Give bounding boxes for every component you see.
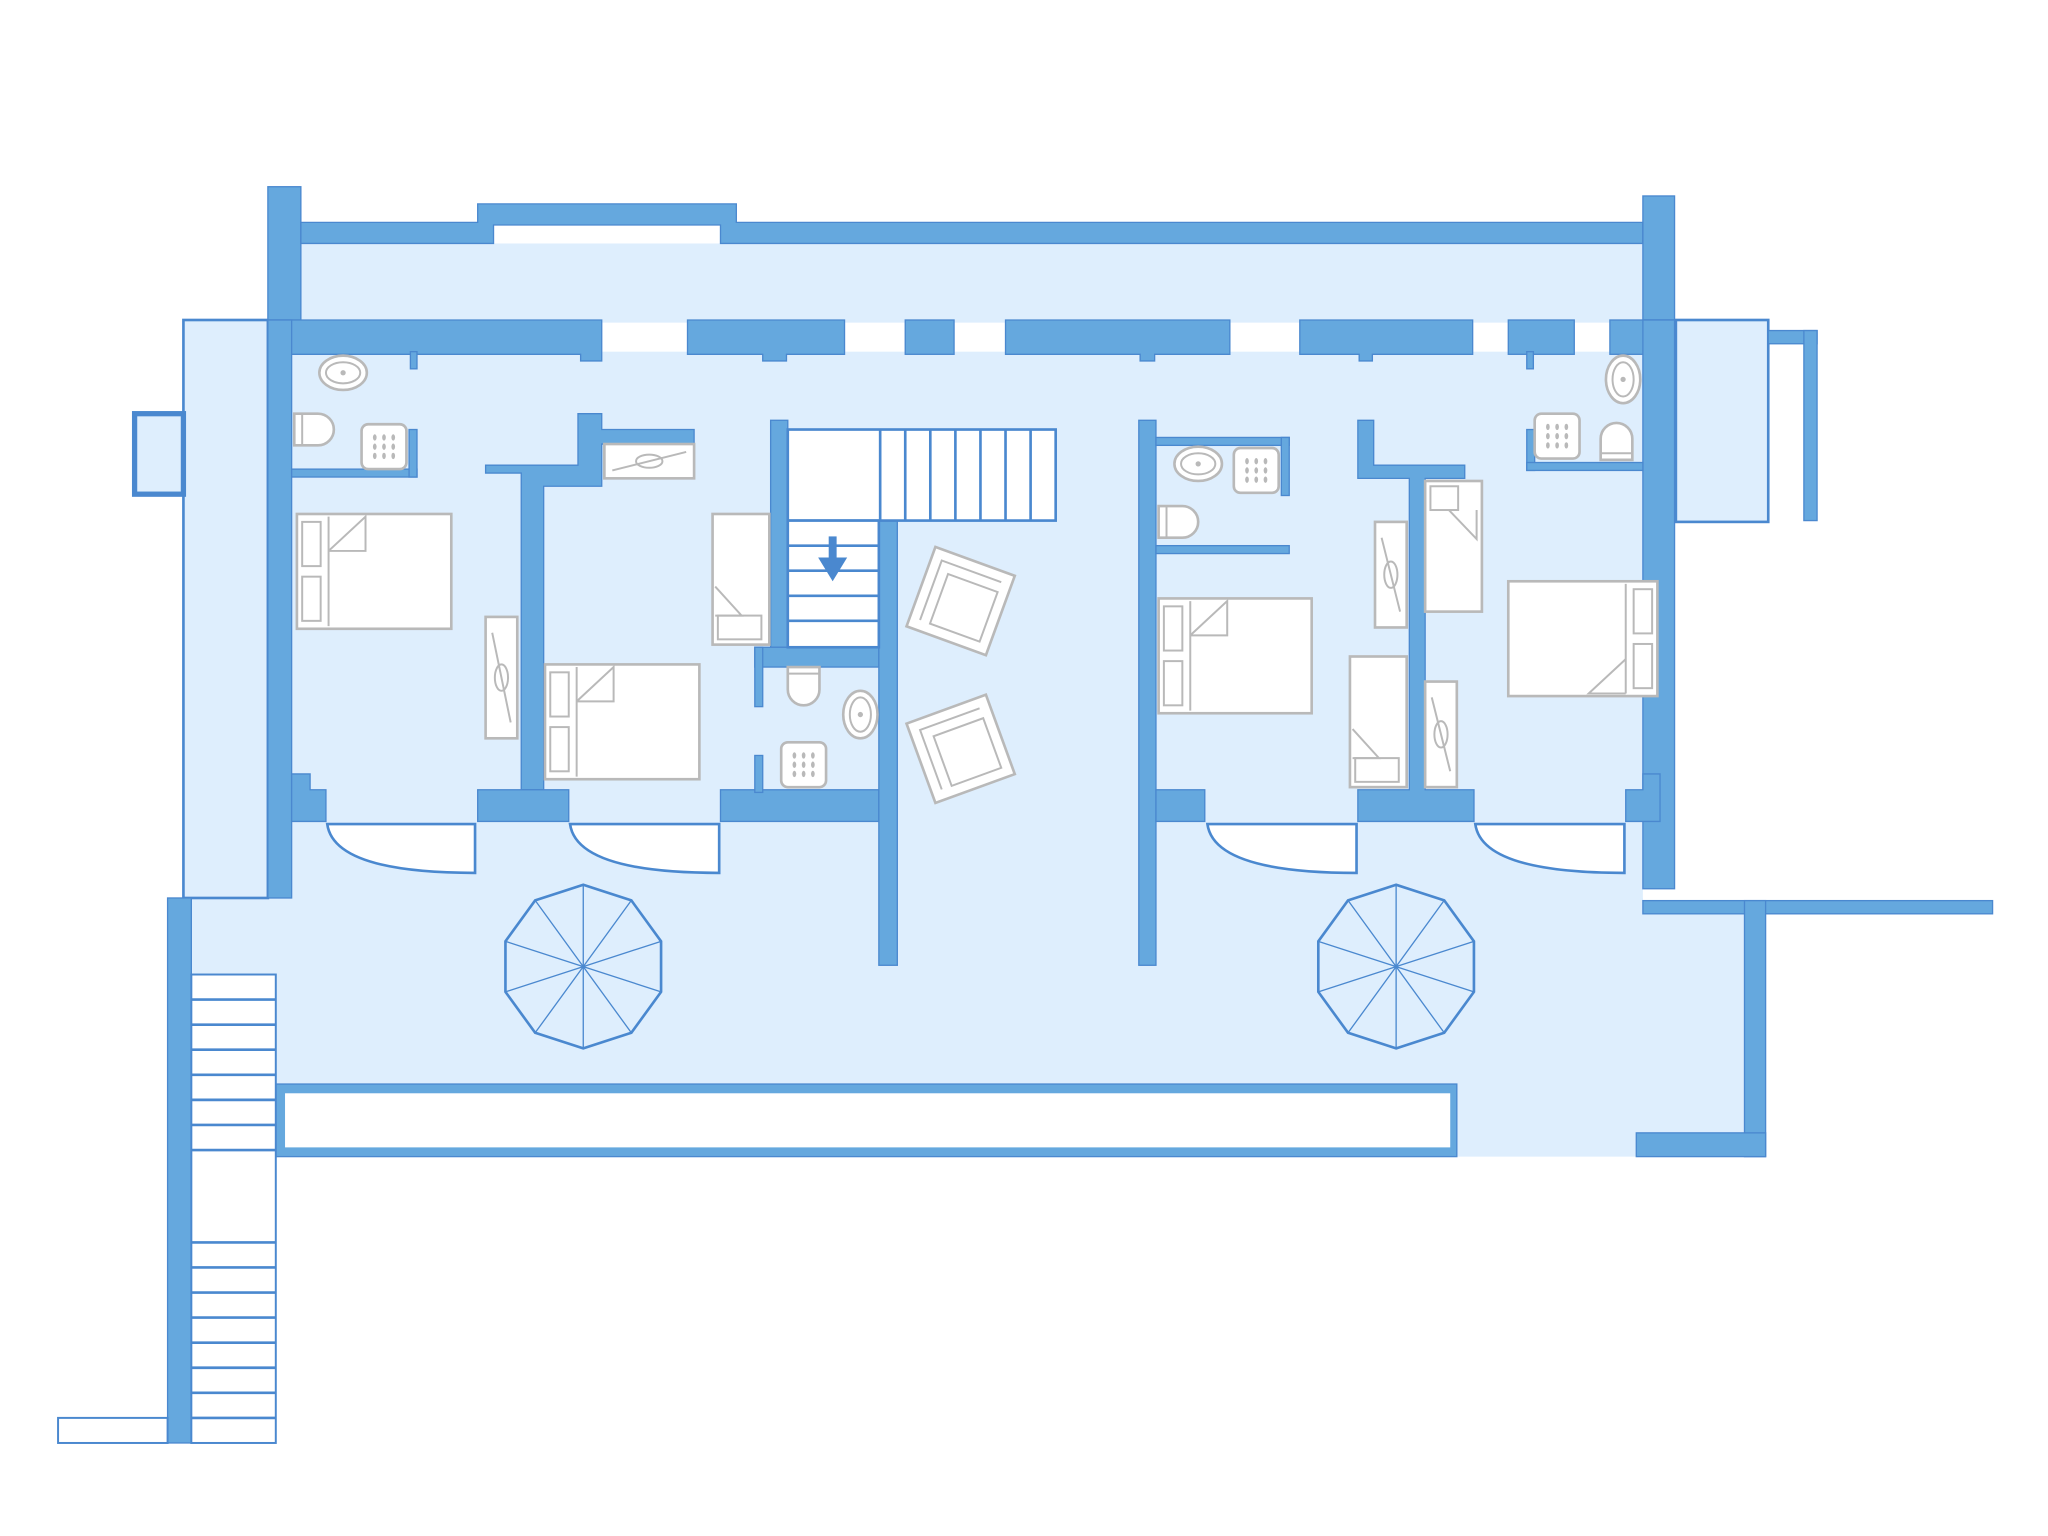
- door-icon[interactable]: [325, 822, 477, 875]
- arrow-down-icon: [818, 536, 848, 582]
- double-bed-icon: [1506, 579, 1659, 698]
- doors: [325, 822, 1626, 875]
- wardrobe-icon: [603, 442, 696, 480]
- wardrobe-icon: [484, 615, 519, 740]
- shower-icon: [779, 740, 828, 789]
- double-bed-icon: [1157, 597, 1313, 715]
- shower-icon: [1232, 446, 1280, 495]
- single-bed-icon: [1423, 479, 1484, 613]
- left-balcony: [182, 318, 270, 900]
- left-niche: [131, 411, 187, 497]
- umbrellas: [504, 883, 1476, 1050]
- armchair-icon: [904, 693, 1017, 805]
- right-balcony: [1674, 318, 1770, 524]
- interior-stairs[interactable]: [786, 428, 1057, 649]
- umbrella-icon: [504, 883, 663, 1050]
- double-bed-icon: [543, 663, 701, 781]
- shower-icon: [360, 422, 408, 471]
- toilet-icon: [1599, 421, 1634, 462]
- bench: [275, 1083, 1458, 1158]
- toilet-icon: [292, 412, 336, 447]
- wardrobe-icon: [1423, 680, 1459, 789]
- door-icon[interactable]: [1473, 822, 1626, 875]
- wardrobe-icon: [1373, 520, 1408, 629]
- single-bed-icon: [711, 512, 771, 646]
- walls: [166, 186, 1994, 1444]
- door-icon[interactable]: [1205, 822, 1358, 875]
- sink-icon: [318, 354, 369, 392]
- toilet-icon: [1157, 504, 1200, 540]
- furniture: [292, 354, 1659, 805]
- armchair-icon: [904, 545, 1017, 657]
- sink-icon: [1604, 354, 1642, 405]
- exterior-stairs[interactable]: [57, 973, 277, 1444]
- single-bed-icon: [1348, 655, 1408, 789]
- double-bed-icon: [295, 512, 453, 631]
- shower-icon: [1533, 412, 1581, 460]
- toilet-icon: [786, 665, 821, 707]
- sink-icon: [841, 689, 879, 740]
- sink-icon: [1173, 445, 1224, 483]
- floor-areas: [131, 243, 1770, 1157]
- umbrella-icon: [1316, 883, 1476, 1050]
- door-icon[interactable]: [568, 822, 721, 875]
